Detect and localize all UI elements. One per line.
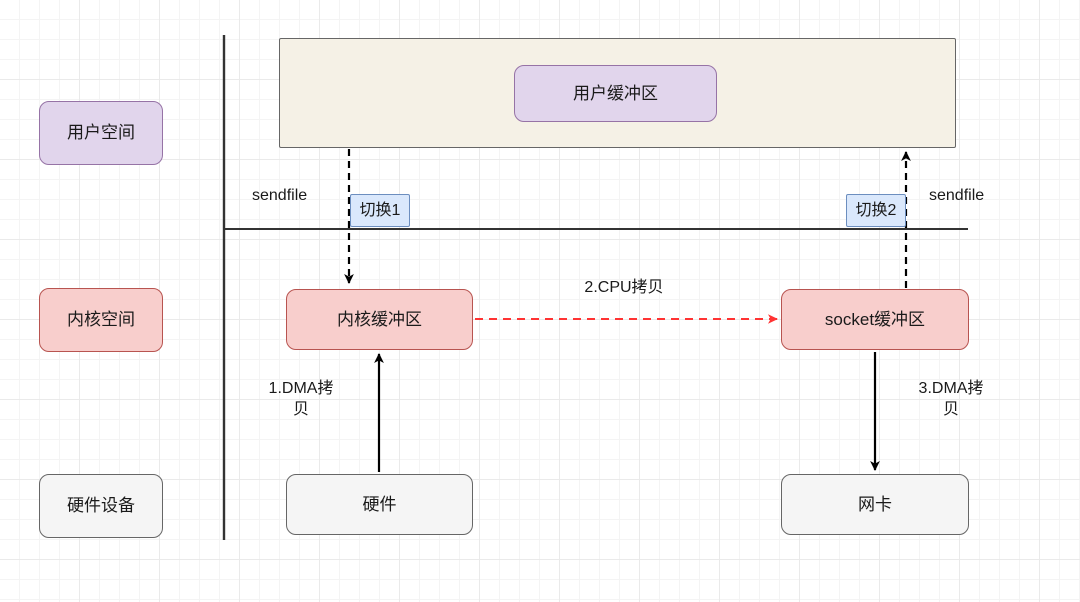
node-socket-buffer-text: socket缓冲区 — [824, 309, 926, 329]
node-user-buffer-text: 用户缓冲区 — [573, 83, 658, 103]
lane-label-kernel-space-text: 内核空间 — [67, 310, 135, 330]
lane-label-user-space: 用户空间 — [39, 101, 163, 165]
node-kernel-buffer: 内核缓冲区 — [286, 289, 473, 350]
node-switch-2: 切换2 — [846, 194, 906, 227]
lane-label-user-space-text: 用户空间 — [67, 123, 135, 143]
node-switch-2-text: 切换2 — [855, 201, 897, 219]
node-kernel-buffer-text: 内核缓冲区 — [337, 309, 422, 329]
node-nic-text: 网卡 — [858, 494, 892, 514]
label-sendfile-left: sendfile — [252, 187, 308, 204]
label-dma-copy-1: 1.DMA拷 贝 — [268, 380, 334, 418]
label-dma-copy-3: 3.DMA拷 贝 — [918, 380, 984, 418]
node-socket-buffer: socket缓冲区 — [781, 289, 969, 350]
lane-label-hardware-devices: 硬件设备 — [39, 474, 163, 538]
node-user-buffer: 用户缓冲区 — [514, 65, 717, 122]
lane-label-hardware-devices-text: 硬件设备 — [67, 496, 135, 516]
node-switch-1-text: 切换1 — [359, 201, 401, 219]
lane-label-kernel-space: 内核空间 — [39, 288, 163, 352]
node-hardware-text: 硬件 — [362, 494, 397, 514]
node-nic: 网卡 — [781, 474, 969, 535]
label-sendfile-right: sendfile — [929, 187, 985, 204]
label-cpu-copy: 2.CPU拷贝 — [584, 279, 664, 296]
node-hardware: 硬件 — [286, 474, 473, 535]
node-switch-1: 切换1 — [350, 194, 410, 227]
